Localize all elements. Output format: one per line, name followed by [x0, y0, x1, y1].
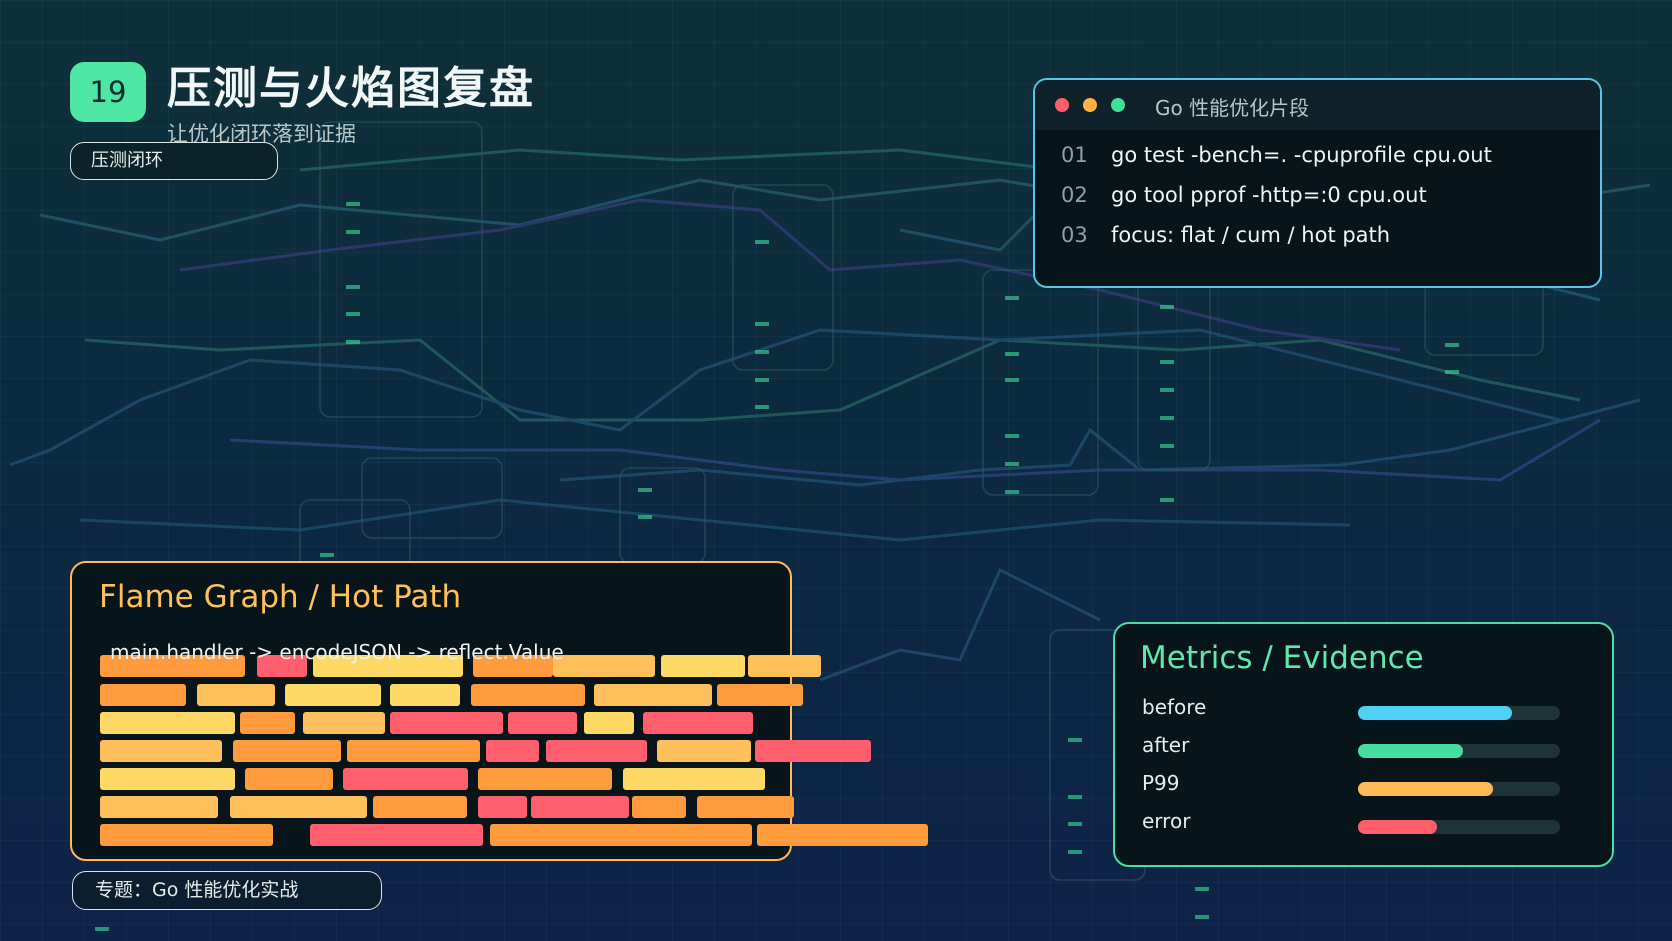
- code-panel-title: Go 性能优化片段: [1155, 96, 1310, 120]
- slide-number-badge: 19: [70, 62, 146, 122]
- metric-bar-fill: [1358, 782, 1494, 796]
- code-line: 02 go tool pprof -http=:0 cpu.out: [1061, 183, 1427, 207]
- flame-graph-panel: Flame Graph / Hot Path: [70, 561, 792, 861]
- hot-path-text: main.handler -> encodeJSON -> reflect.Va…: [110, 640, 564, 664]
- metric-label-error: error: [1142, 809, 1191, 833]
- metric-label-before: before: [1142, 695, 1207, 719]
- metrics-panel: Metrics / Evidence before after P99 erro…: [1113, 622, 1614, 867]
- code-panel-header: Go 性能优化片段: [1035, 80, 1600, 130]
- code-text: go test -bench=. -cpuprofile cpu.out: [1111, 143, 1492, 167]
- maximize-dot-icon: [1111, 98, 1125, 112]
- footer-topic-tag: 专题：Go 性能优化实战: [72, 871, 382, 910]
- page-title: 压测与火焰图复盘: [167, 63, 535, 114]
- topic-tag: 压测闭环: [70, 142, 278, 180]
- metric-bar-fill: [1358, 706, 1512, 720]
- code-line: 03 focus: flat / cum / hot path: [1061, 223, 1390, 247]
- code-line: 01 go test -bench=. -cpuprofile cpu.out: [1061, 143, 1492, 167]
- flame-graph-title: Flame Graph / Hot Path: [99, 579, 462, 615]
- code-text: focus: flat / cum / hot path: [1111, 223, 1391, 247]
- code-panel: Go 性能优化片段 01 go test -bench=. -cpuprofile…: [1033, 78, 1602, 288]
- close-dot-icon: [1055, 98, 1069, 112]
- metric-label-after: after: [1142, 733, 1190, 757]
- line-number: 02: [1061, 183, 1088, 207]
- line-number: 01: [1061, 143, 1088, 167]
- metric-bar-p99: [1358, 782, 1560, 796]
- metric-bar-after: [1358, 744, 1560, 758]
- metric-bar-fill: [1358, 744, 1464, 758]
- metric-bar-error: [1358, 820, 1560, 834]
- minimize-dot-icon: [1083, 98, 1097, 112]
- metric-bar-fill: [1358, 820, 1437, 834]
- code-text: go tool pprof -http=:0 cpu.out: [1111, 183, 1427, 207]
- line-number: 03: [1061, 223, 1088, 247]
- metric-label-p99: P99: [1142, 771, 1180, 795]
- metric-bar-before: [1358, 706, 1560, 720]
- metrics-title: Metrics / Evidence: [1140, 640, 1424, 676]
